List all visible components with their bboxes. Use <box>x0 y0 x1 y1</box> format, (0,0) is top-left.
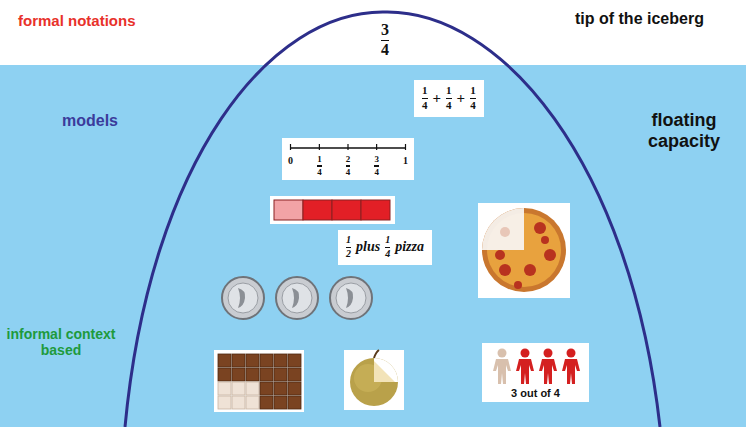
denominator: 4 <box>346 168 351 177</box>
numerator: 1 <box>317 155 322 164</box>
people-figures <box>486 347 585 385</box>
denominator: 4 <box>381 42 389 59</box>
fraction-bar <box>385 247 390 249</box>
title-note: tip of the iceberg <box>575 10 704 28</box>
fraction-bar <box>381 40 389 42</box>
level-heading: informal context based <box>6 326 116 358</box>
denominator: 4 <box>422 100 428 112</box>
fraction: 34 <box>381 22 389 59</box>
quarter-coins <box>222 277 372 319</box>
fraction: 12 <box>346 235 351 260</box>
denominator: 4 <box>446 100 452 112</box>
fraction-bar <box>446 98 452 100</box>
denominator: 4 <box>374 168 379 177</box>
notation-word: + <box>433 90 442 107</box>
fraction: 24 <box>346 155 351 177</box>
denominator: 2 <box>346 249 351 260</box>
chocolate-bar <box>214 350 304 412</box>
numerator: 3 <box>381 22 389 39</box>
notation-word: plus <box>356 239 380 255</box>
fraction: 14 <box>470 85 476 112</box>
fraction-bar <box>374 165 379 167</box>
water <box>0 65 746 427</box>
level-heading: models <box>62 112 118 130</box>
people-box: 3 out of 4 <box>482 343 589 402</box>
numerator: 1 <box>446 85 452 97</box>
caption-text: 3 out of 4 <box>486 387 585 399</box>
fraction-bar <box>422 98 428 100</box>
notation-word: pizza <box>395 239 424 255</box>
numerator: 1 <box>470 85 476 97</box>
fraction: 34 <box>374 155 379 177</box>
numerator: 1 <box>385 235 390 246</box>
number-line-box: 01424341 <box>282 138 414 180</box>
pizza-phrase-box: 12plus14pizza <box>338 230 432 265</box>
top-fraction: 34 <box>381 22 389 59</box>
side-note: floating capacity <box>634 110 734 151</box>
fraction-bar <box>470 98 476 100</box>
fraction: 14 <box>317 155 322 177</box>
sum-notation-box: 14+14+14 <box>414 80 484 117</box>
fraction: 14 <box>446 85 452 112</box>
fraction-bar <box>346 165 351 167</box>
notation-row: 14+14+14 <box>422 85 476 112</box>
tick-label: 0 <box>288 155 293 166</box>
bar-model <box>270 196 395 224</box>
tick-labels: 01424341 <box>288 155 408 177</box>
tick-label: 1 <box>403 155 408 166</box>
denominator: 4 <box>470 100 476 112</box>
fraction-bar <box>317 165 322 167</box>
pizza-picture <box>478 203 570 298</box>
numerator: 1 <box>422 85 428 97</box>
numerator: 3 <box>374 155 379 164</box>
notation-row: 12plus14pizza <box>346 235 424 260</box>
fraction-bar <box>346 247 351 249</box>
notation-word: + <box>457 90 466 107</box>
apple-picture <box>344 350 404 410</box>
iceberg-outline <box>125 12 660 427</box>
denominator: 4 <box>385 249 390 260</box>
level-heading: formal notations <box>18 12 136 29</box>
numerator: 2 <box>346 155 351 164</box>
fraction: 14 <box>422 85 428 112</box>
denominator: 4 <box>317 168 322 177</box>
fraction: 14 <box>385 235 390 260</box>
numerator: 1 <box>346 235 351 246</box>
